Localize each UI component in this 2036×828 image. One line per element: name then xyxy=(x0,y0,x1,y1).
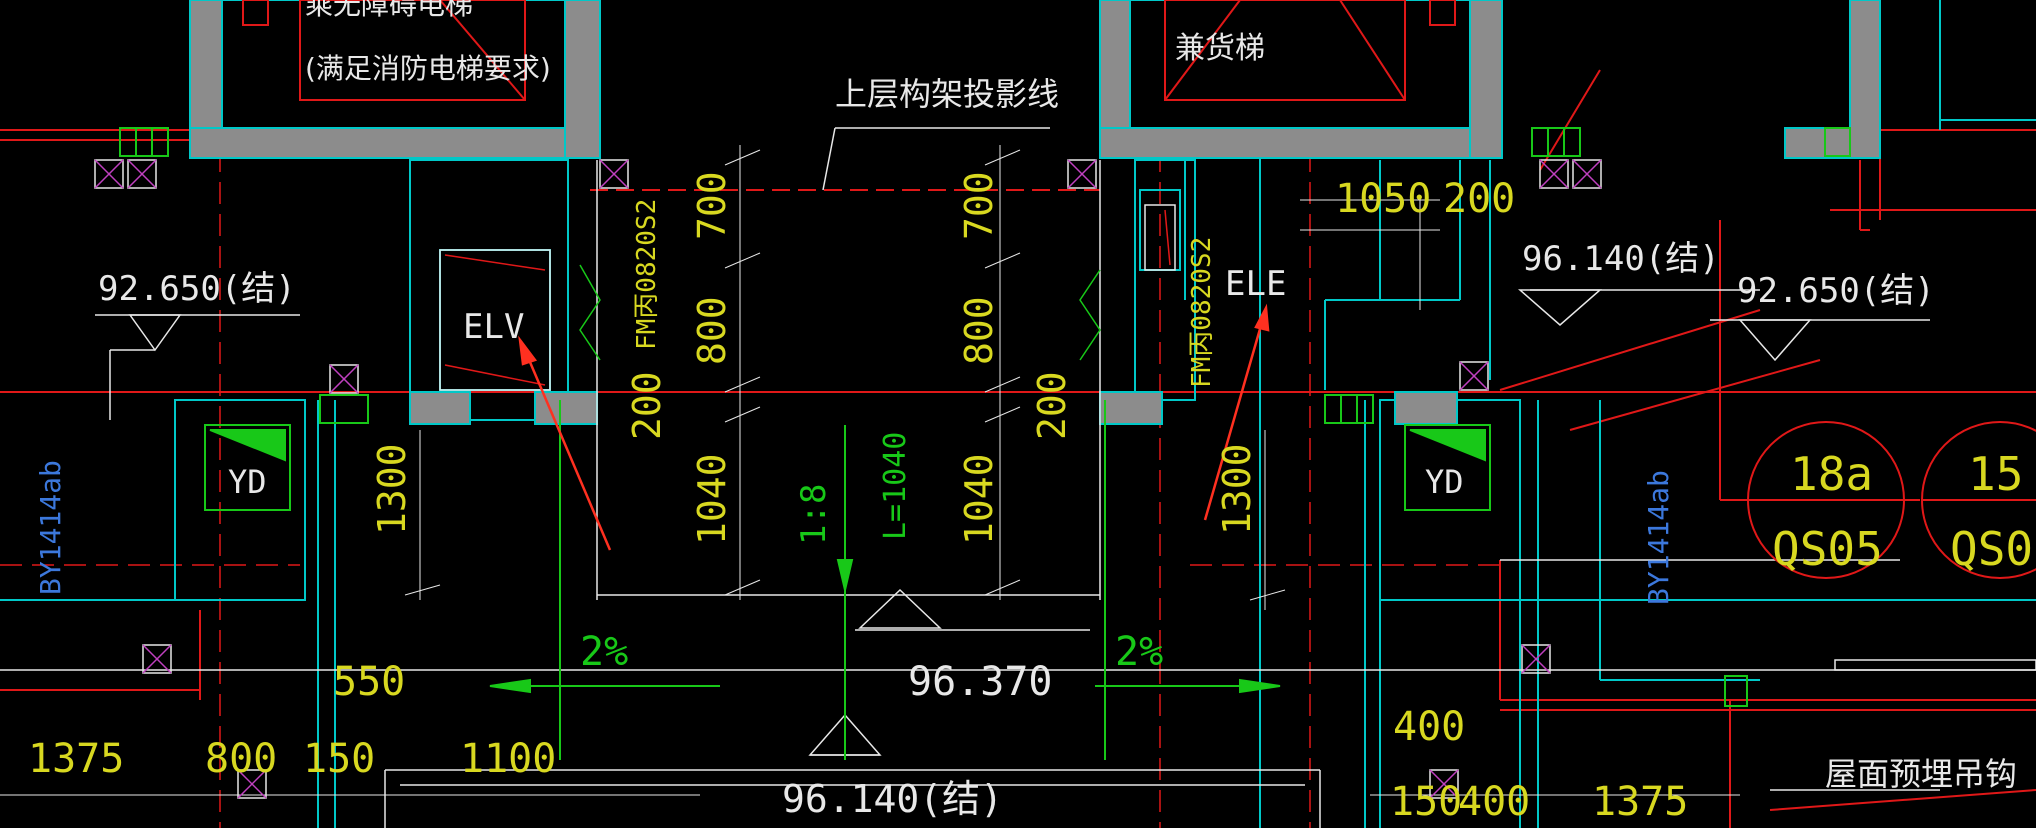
dim-800-bottom: 800 xyxy=(205,736,277,782)
dim-200-top: 200 xyxy=(1443,176,1515,222)
ele-tag: ELE xyxy=(1225,264,1286,304)
green-pipes xyxy=(119,127,1851,707)
ramp-length: L=1040 xyxy=(878,432,913,540)
elevation-center: 96.370 xyxy=(908,659,1053,705)
slope-text: 2% 2% 1:8 L=1040 xyxy=(580,432,1163,675)
door-left-tag: FM丙0820S2 xyxy=(632,199,662,350)
yd-left-tag: YD xyxy=(228,463,267,501)
dim-150-right: 150 xyxy=(1390,779,1462,825)
dim-400-bottom: 400 xyxy=(1458,779,1530,825)
dimension-text: 700 800 200 1040 700 800 200 1040 1300 1… xyxy=(28,171,1688,825)
grid-bubbles xyxy=(1747,421,2036,579)
leader-lines xyxy=(822,127,1940,791)
fire-elevator-note-line2: (满足消防电梯要求) xyxy=(305,52,551,85)
bubble-1-top: 18a xyxy=(1790,447,1873,501)
dim-200-right: 200 xyxy=(1030,371,1074,440)
dimension-lines xyxy=(0,145,1740,796)
yd-right-tag: YD xyxy=(1425,463,1464,501)
dim-1040-left: 1040 xyxy=(690,453,734,545)
bubble-1-bottom: QS05 xyxy=(1772,522,1883,576)
slope-ratio: 1:8 xyxy=(794,484,834,545)
slope-right: 2% xyxy=(1115,629,1163,675)
dim-700-left: 700 xyxy=(690,171,734,240)
elevator-boxes xyxy=(439,204,1176,391)
elevation-right-top: 96.140(结) xyxy=(1522,239,1720,279)
notes-text: 乘无障碍电梯 (满足消防电梯要求) 兼货梯 上层构架投影线 屋面预埋吊钩 xyxy=(305,0,2017,793)
walls xyxy=(189,0,1881,425)
dim-1300-left: 1300 xyxy=(370,443,414,535)
dim-200-left: 200 xyxy=(625,371,669,440)
dim-1300-right: 1300 xyxy=(1215,443,1259,535)
dim-1375-left: 1375 xyxy=(28,736,124,782)
freight-elevator-note: 兼货梯 xyxy=(1175,31,1265,66)
door-swings xyxy=(579,264,1101,361)
slope-arrows xyxy=(489,400,1281,760)
dim-1100: 1100 xyxy=(460,736,556,782)
corridor-lines xyxy=(0,160,2036,828)
elv-tag: ELV xyxy=(463,307,524,347)
dim-400-right: 400 xyxy=(1393,704,1465,750)
dim-800-right: 800 xyxy=(957,296,1001,365)
dashed-axis-lines xyxy=(0,150,1500,828)
tag-text: ELV ELE YD YD FM丙0820S2 FM丙0820S2 BY1414… xyxy=(34,199,1675,605)
bubble-2-bottom: QS05 xyxy=(1950,522,2036,576)
shaft-diagonals xyxy=(242,0,1456,101)
bubble-2-top: 15 xyxy=(1968,447,2023,501)
dim-700-right: 700 xyxy=(957,171,1001,240)
by-right-tag: BY1414ab xyxy=(1642,470,1675,605)
dim-1375-right: 1375 xyxy=(1592,779,1688,825)
yd-boxes xyxy=(204,424,1491,511)
dim-1040-right: 1040 xyxy=(957,453,1001,545)
slope-left: 2% xyxy=(580,629,628,675)
by-left-tag: BY1414ab xyxy=(34,460,67,595)
fire-elevator-note-line1: 乘无障碍电梯 xyxy=(305,0,473,21)
elevator-shafts xyxy=(221,0,1471,129)
elevation-markers xyxy=(95,289,1930,756)
annotation-arrows xyxy=(518,303,1270,551)
upper-frame-projection-note: 上层构架投影线 xyxy=(835,75,1059,113)
door-right-tag: FM丙0820S2 xyxy=(1187,237,1217,388)
elevation-left: 92.650(结) xyxy=(98,269,296,309)
dim-800-left: 800 xyxy=(690,296,734,365)
dim-150-left: 150 xyxy=(303,736,375,782)
elevation-bottom: 96.140(结) xyxy=(782,777,1003,821)
equipment-boxes xyxy=(94,159,1602,799)
grid-bubble-text: 18a QS05 15 QS05 xyxy=(1772,447,2036,576)
dim-550: 550 xyxy=(333,659,405,705)
roof-hook-note: 屋面预埋吊钩 xyxy=(1825,755,2017,793)
elevation-text: 92.650(结) 96.140(结) 92.650(结) 96.370 96.… xyxy=(98,239,1935,821)
dim-1050: 1050 xyxy=(1335,176,1431,222)
elevation-right: 92.650(结) xyxy=(1737,271,1935,311)
